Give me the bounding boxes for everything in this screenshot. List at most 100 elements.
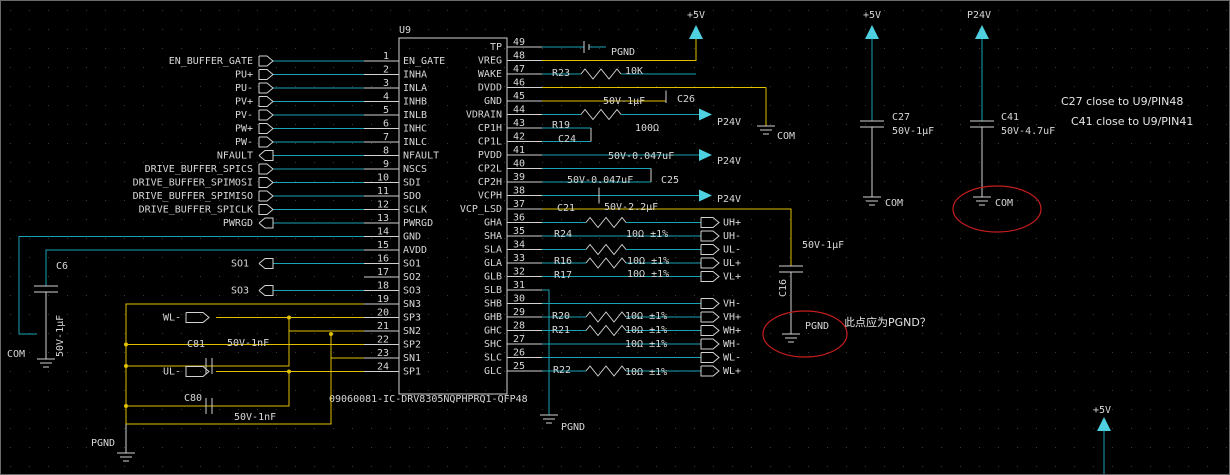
- pin-number-24: 24: [377, 362, 389, 373]
- port-shape-pv+: [258, 96, 274, 107]
- com-label-c27: COM: [885, 198, 903, 209]
- c41-value: 50V-4.7uF: [1001, 126, 1055, 137]
- c26-value: 50V-1μF: [603, 96, 645, 107]
- port-label-drive_buffer_spics: DRIVE_BUFFER_SPICS: [145, 164, 253, 175]
- net-wire-sense-gnd: [126, 358, 332, 425]
- pin-name-inla: INLA: [403, 83, 427, 94]
- right-port-label-vh+: VH+: [723, 312, 741, 323]
- right-port-wl-: [700, 352, 720, 363]
- pin-name-ghc: GHC: [484, 326, 502, 337]
- c24-ref: C24: [558, 134, 576, 145]
- right-port-label-wl+: WL+: [723, 366, 741, 377]
- pin-number-14: 14: [377, 227, 389, 238]
- pin-number-38: 38: [513, 186, 525, 197]
- port-shape-pw-: [258, 136, 274, 148]
- net-wire-slb: [542, 289, 550, 415]
- r23-resistor: [580, 68, 622, 80]
- port-label-drive_buffer_spimosi: DRIVE_BUFFER_SPIMOSI: [133, 178, 253, 189]
- pin-number-7: 7: [383, 132, 389, 143]
- pin-name-sdo: SDO: [403, 191, 421, 202]
- net-wire-vcplsd: [542, 208, 792, 266]
- question-annotation: 此点应为PGND？: [844, 315, 931, 329]
- pin-name-vdrain: VDRAIN: [466, 110, 502, 121]
- pin-number-5: 5: [383, 105, 389, 116]
- pin-number-30: 30: [513, 294, 525, 305]
- port-shape-pu-: [258, 82, 274, 94]
- net-wire-sn3: [125, 303, 364, 424]
- right-port-label-wh+: WH+: [723, 326, 741, 337]
- right-port-uh-: [700, 230, 720, 242]
- r19-ref: R19: [552, 120, 570, 131]
- net-wire-gnd: [18, 236, 364, 335]
- right-port-wh+: [700, 325, 720, 336]
- right-port-wh-: [700, 338, 720, 350]
- pin-number-36: 36: [513, 213, 525, 224]
- pin-name-sp2: SP2: [403, 340, 421, 351]
- pin-name-inha: INHA: [403, 70, 427, 81]
- right-port-label-vl+: VL+: [723, 272, 741, 283]
- pin-number-20: 20: [377, 308, 389, 319]
- pin-name-sla: SLA: [484, 245, 502, 256]
- p5v-label-2: +5V: [863, 10, 881, 21]
- c81-ref: C81: [187, 339, 205, 350]
- c6-ref: C6: [56, 261, 68, 272]
- c27-power-arrow: [865, 25, 879, 39]
- port-label-drive_buffer_spiclk: DRIVE_BUFFER_SPICLK: [139, 205, 253, 216]
- pin-number-43: 43: [513, 118, 525, 129]
- right-port-label-ul+: UL+: [723, 258, 741, 269]
- port-label-drive_buffer_spimiso: DRIVE_BUFFER_SPIMISO: [133, 191, 253, 202]
- right-port-label-uh-: UH-: [723, 231, 741, 242]
- pin-number-37: 37: [513, 199, 525, 210]
- pin-name-shc: SHC: [484, 339, 502, 350]
- c21-ref: C21: [557, 203, 575, 214]
- c26-ref: C26: [677, 94, 695, 105]
- r21-ref: R21: [552, 325, 570, 336]
- right-port-label-wh-: WH-: [723, 339, 741, 350]
- c25-value: 50V-0.047uF: [567, 175, 633, 186]
- c27-placement-note: C27 close to U9/PIN48: [1061, 95, 1183, 108]
- pin-number-2: 2: [383, 65, 389, 76]
- port-label-pw-: PW-: [235, 137, 253, 148]
- r20-value: 10Ω ±1%: [625, 311, 667, 322]
- right-port-label-wl-: WL-: [723, 353, 741, 364]
- pgnd-label-c16: PGND: [805, 321, 829, 332]
- right-port-label-uh+: UH+: [723, 218, 741, 229]
- c41-ref: C41: [1001, 112, 1019, 123]
- right-port-vh+: [700, 311, 720, 323]
- pin-name-pwrgd: PWRGD: [403, 218, 433, 229]
- pin-name-gla: GLA: [484, 258, 502, 269]
- pin-number-42: 42: [513, 132, 525, 143]
- port-shape-pw+: [258, 123, 274, 134]
- pin-name-cp2h: CP2H: [478, 177, 502, 188]
- r17-value: 10Ω ±1%: [627, 269, 669, 280]
- port-label-pv-: PV-: [235, 110, 253, 121]
- right-port-uh+: [700, 217, 720, 228]
- r23-ref: R23: [552, 68, 570, 79]
- pin-name-nfault: NFAULT: [403, 151, 439, 162]
- sense-port-label-wl-: WL-: [163, 313, 181, 324]
- net-wire-vreg-5v: [542, 39, 697, 61]
- pin-name-cp1h: CP1H: [478, 123, 502, 134]
- pin-name-inhc: INHC: [403, 124, 427, 135]
- r19-resistor: [580, 108, 622, 121]
- pin-number-34: 34: [513, 240, 525, 251]
- pin-number-21: 21: [377, 321, 389, 332]
- r20-ref: R20: [552, 311, 570, 322]
- pin-number-11: 11: [377, 186, 389, 197]
- pin-number-18: 18: [377, 281, 389, 292]
- p24v-arrow-3: [699, 189, 712, 202]
- p5v-label-1: +5V: [687, 10, 705, 21]
- gate-resistor-6: [585, 311, 627, 323]
- r22-ref: R22: [553, 365, 571, 376]
- pin-number-10: 10: [377, 173, 389, 184]
- pin-number-26: 26: [513, 348, 525, 359]
- pin-number-15: 15: [377, 240, 389, 251]
- port-label-pwrgd: PWRGD: [223, 218, 253, 229]
- port-label-pu-: PU-: [235, 83, 253, 94]
- pin-number-16: 16: [377, 254, 389, 265]
- pin-name-gnd: GND: [484, 96, 502, 107]
- net-wire-c81: [126, 331, 290, 367]
- pin-number-4: 4: [383, 92, 389, 103]
- pin-number-35: 35: [513, 226, 525, 237]
